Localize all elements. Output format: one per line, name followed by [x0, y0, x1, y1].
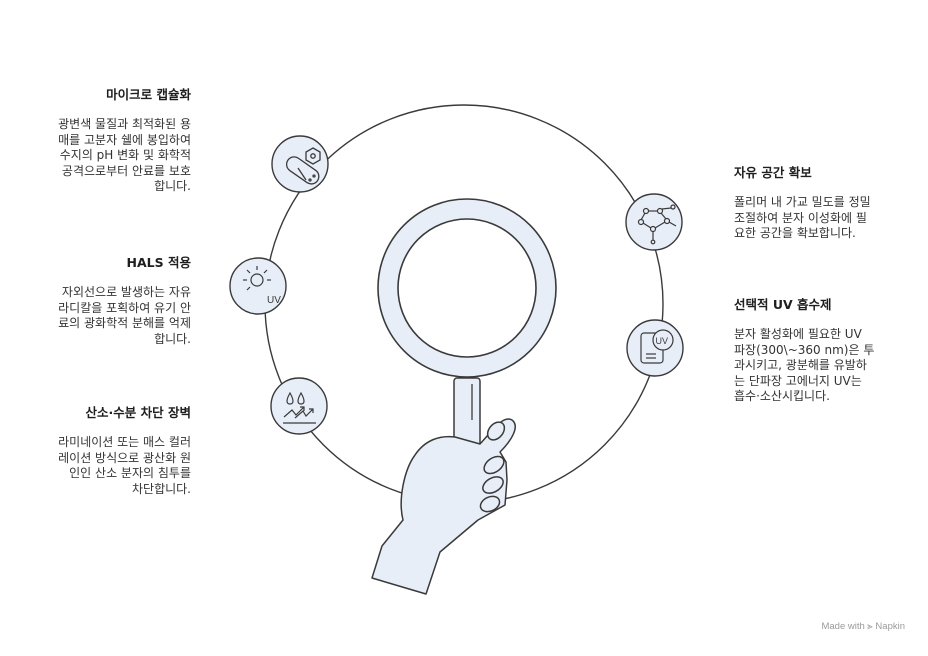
uv-document-icon: UV	[626, 319, 684, 377]
uv-label: UV	[267, 295, 281, 306]
item-microencapsulation: 마이크로 캡슐화 광변색 물질과 최적화된 용 매를 고분자 쉘에 봉입하여 수…	[11, 87, 191, 195]
item-barrier: 산소·수분 차단 장벽 라미네이션 또는 매스 컬러 레이션 방식으로 광산화 …	[11, 405, 191, 497]
item-description: 분자 활성화에 필요한 UV 파장(300\~360 nm)은 투 과시키고, …	[734, 327, 875, 403]
napkin-watermark: Made with ⪢ Napkin	[821, 621, 905, 632]
hand-icon	[371, 418, 516, 595]
uv-label: UV	[656, 336, 669, 346]
item-title: 마이크로 캡슐화	[106, 87, 191, 102]
item-free-volume: 자유 공간 확보 폴리머 내 가교 밀도를 정밀 조절하여 분자 이성화에 필 …	[734, 165, 904, 242]
item-description: 라미네이션 또는 매스 컬러 레이션 방식으로 광산화 원 인인 산소 분자의 …	[58, 435, 191, 496]
water-drops-icon	[270, 377, 328, 435]
item-hals: HALS 적용 자외선으로 발생하는 자유 라디칼을 포획하여 유기 안 료의 …	[11, 255, 191, 347]
item-title: HALS 적용	[126, 255, 191, 270]
item-uv-absorber: 선택적 UV 흡수제 분자 활성화에 필요한 UV 파장(300\~360 nm…	[734, 297, 904, 405]
capsule-icon	[271, 135, 329, 193]
item-description: 광변색 물질과 최적화된 용 매를 고분자 쉘에 봉입하여 수지의 pH 변화 …	[58, 117, 191, 193]
sun-uv-icon: UV	[229, 257, 287, 315]
molecule-icon	[625, 193, 683, 251]
item-description: 자외선으로 발생하는 자유 라디칼을 포획하여 유기 안 료의 광화학적 분해를…	[58, 285, 191, 346]
item-description: 폴리머 내 가교 밀도를 정밀 조절하여 분자 이성화에 필 요한 공간을 확보…	[734, 195, 871, 240]
magnifying-glass-icon	[377, 198, 557, 449]
item-title: 자유 공간 확보	[734, 165, 812, 180]
item-title: 산소·수분 차단 장벽	[85, 405, 191, 420]
item-title: 선택적 UV 흡수제	[734, 297, 832, 312]
